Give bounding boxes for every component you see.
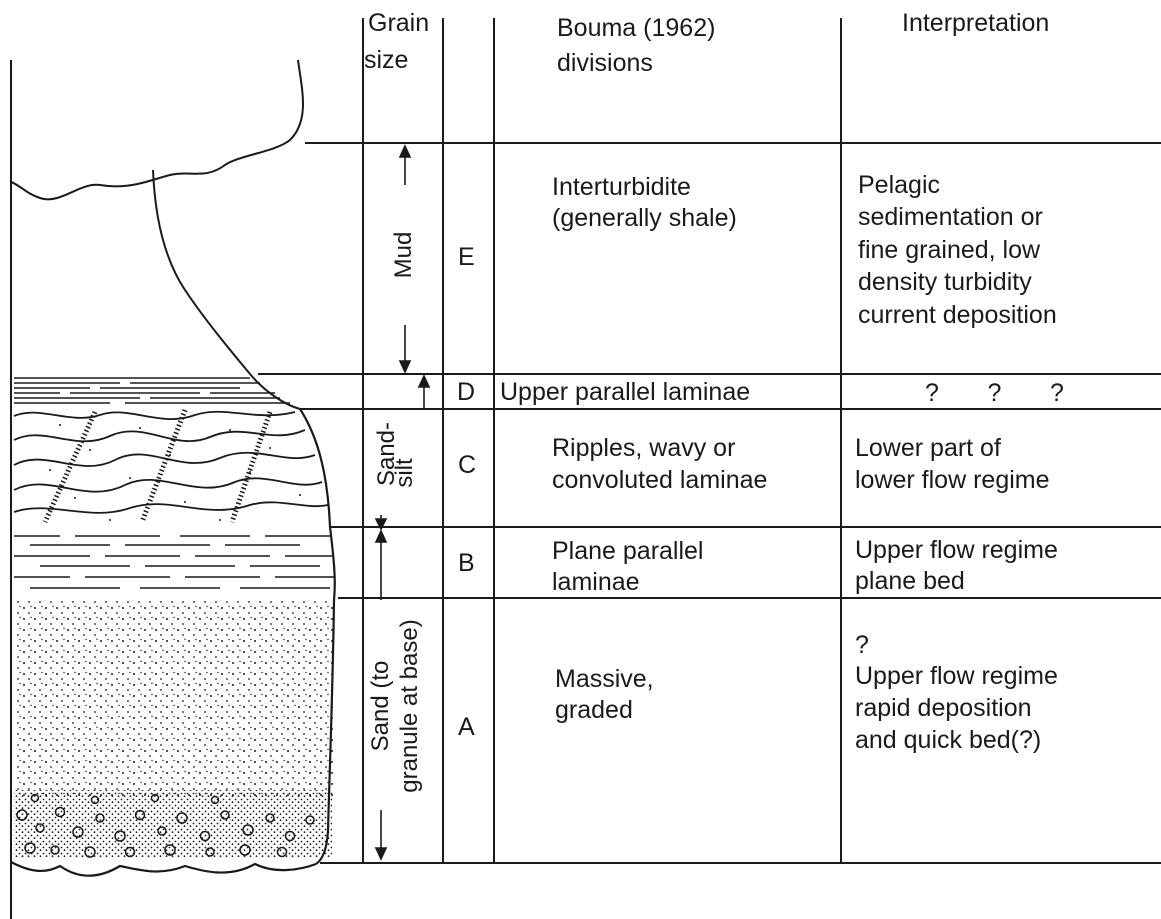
interpretation-c-line-1: Lower part of (855, 433, 1001, 464)
interpretation-c-line-2: lower flow regime (855, 465, 1050, 496)
description-a-line-1: Massive, (555, 664, 654, 695)
division-letter-d: D (457, 377, 475, 408)
grain-label-sand-silt-line-2: silt (391, 433, 419, 513)
division-letter-c: C (458, 450, 476, 481)
description-e-line-2: (generally shale) (552, 203, 737, 234)
interpretation-a-line-1: ? (855, 630, 869, 661)
interpretation-e-line-3: fine grained, low (858, 235, 1040, 266)
erosional-base (11, 862, 316, 876)
header-interpretation: Interpretation (902, 8, 1049, 39)
ripple-stipple (49, 424, 301, 521)
interpretation-a-line-4: and quick bed(?) (855, 725, 1041, 756)
interpretation-e-line-1: Pelagic (858, 170, 940, 201)
interpretation-a-line-3: rapid deposition (855, 693, 1032, 724)
interpretation-a-line-2: Upper flow regime (855, 661, 1058, 692)
interpretation-e-line-2: sedimentation or (858, 202, 1043, 233)
mud-arrow-up-head (400, 146, 410, 157)
ripple-laminae (14, 412, 328, 513)
description-b-line-1: Plane parallel (552, 536, 704, 567)
interpretation-e-line-5: current deposition (858, 300, 1057, 331)
grain-label-mud: Mud (390, 215, 420, 295)
grain-label-sand-line-2: granule at base) (396, 601, 424, 811)
shale-outline (11, 60, 303, 409)
header-bouma-line-1: Bouma (1962) (557, 13, 715, 44)
header-grain-size-line-1: Grain (368, 8, 429, 39)
header-grain-size-line-2: size (364, 45, 408, 76)
grain-label-sand-line-1: Sand (to (367, 651, 395, 761)
mud-arrow-down-head (400, 361, 410, 372)
description-e-line-1: Interturbidite (552, 172, 691, 203)
sand-arrow-up-head (376, 531, 386, 542)
interpretation-e-line-4: density turbidity (858, 267, 1032, 298)
interpretation-d-line-1: ? ? ? (925, 378, 1064, 409)
header-bouma-line-2: divisions (557, 48, 653, 79)
description-b-line-2: laminae (552, 567, 640, 598)
description-d-line-1: Upper parallel laminae (500, 377, 750, 408)
division-letter-e: E (458, 242, 475, 273)
upper-parallel-laminae (14, 378, 290, 403)
massive-sand-fill (14, 599, 334, 799)
description-a-line-2: graded (555, 695, 633, 726)
description-c-line-1: Ripples, wavy or (552, 433, 735, 464)
sand-arrow-down-head (376, 848, 386, 859)
plane-parallel-laminae (14, 536, 334, 588)
division-letter-a: A (458, 712, 475, 743)
interpretation-b-line-1: Upper flow regime (855, 535, 1058, 566)
division-letter-b: B (458, 548, 475, 579)
interpretation-b-line-2: plane bed (855, 566, 965, 597)
description-c-line-2: convoluted laminae (552, 465, 767, 496)
sand-silt-arrow-up-head (419, 376, 429, 387)
